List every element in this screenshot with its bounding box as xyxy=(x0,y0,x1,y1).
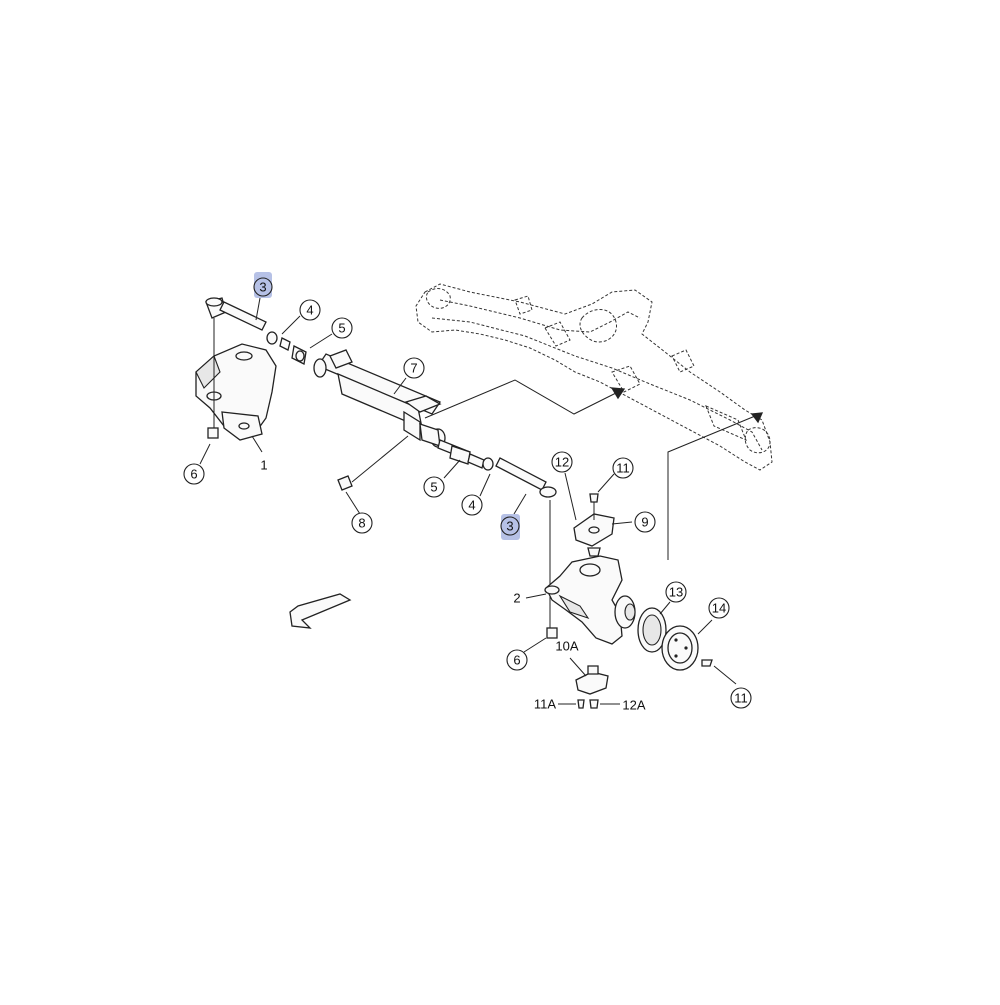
callout-3-top: 3 xyxy=(253,272,273,298)
callout-5-bottom: 5 xyxy=(423,476,445,498)
callout-11-bottom: 11 xyxy=(730,687,752,709)
callout-3-bottom: 3 xyxy=(500,514,520,540)
bolt-8 xyxy=(337,475,353,491)
callout-6-left: 6 xyxy=(183,463,205,485)
tag-1: 1 xyxy=(260,458,267,473)
callout-6-right: 6 xyxy=(506,649,528,671)
callout-leaders xyxy=(199,297,737,705)
bearing-and-cap xyxy=(637,607,713,671)
tag-10a: 10A xyxy=(555,639,578,654)
direction-arrow xyxy=(289,593,352,629)
callout-label: 12 xyxy=(555,455,569,470)
tag-2: 2 xyxy=(513,591,520,606)
connection-leaders xyxy=(424,379,764,560)
callout-13: 13 xyxy=(665,581,687,603)
callout-label: 8 xyxy=(358,516,365,531)
callout-label: 3 xyxy=(259,280,266,295)
lower-fittings xyxy=(449,445,557,630)
callout-label: 4 xyxy=(468,498,475,513)
part-tags: 1 2 10A 11A 12A xyxy=(260,458,646,713)
axle-housing-ghost xyxy=(415,283,773,471)
upper-fittings xyxy=(266,331,307,365)
tag-11a: 11A xyxy=(534,697,556,712)
callout-9: 9 xyxy=(634,511,656,533)
left-steering-knuckle xyxy=(195,297,277,441)
callout-14: 14 xyxy=(708,597,730,619)
callout-label: 9 xyxy=(641,515,648,530)
right-steering-knuckle xyxy=(544,493,636,709)
callout-label: 5 xyxy=(430,480,437,495)
callout-label: 14 xyxy=(712,601,726,616)
callout-8: 8 xyxy=(351,512,373,534)
callout-label: 6 xyxy=(190,467,197,482)
callout-label: 13 xyxy=(669,585,683,600)
callout-label: 7 xyxy=(410,361,417,376)
callout-5-top: 5 xyxy=(331,317,353,339)
callout-label: 3 xyxy=(506,519,513,534)
callout-11-top: 11 xyxy=(612,457,634,479)
callout-7: 7 xyxy=(403,357,425,379)
callout-4-top: 4 xyxy=(299,299,321,321)
callout-label: 11 xyxy=(734,691,748,706)
callout-label: 6 xyxy=(513,653,520,668)
callout-label: 4 xyxy=(306,303,313,318)
callout-4-bottom: 4 xyxy=(461,494,483,516)
steering-cylinder xyxy=(313,349,471,483)
tag-12a: 12A xyxy=(622,698,645,713)
callout-label: 5 xyxy=(338,321,345,336)
callout-label: 11 xyxy=(616,461,630,476)
callout-12: 12 xyxy=(551,451,573,473)
highlight-marker xyxy=(254,272,272,298)
